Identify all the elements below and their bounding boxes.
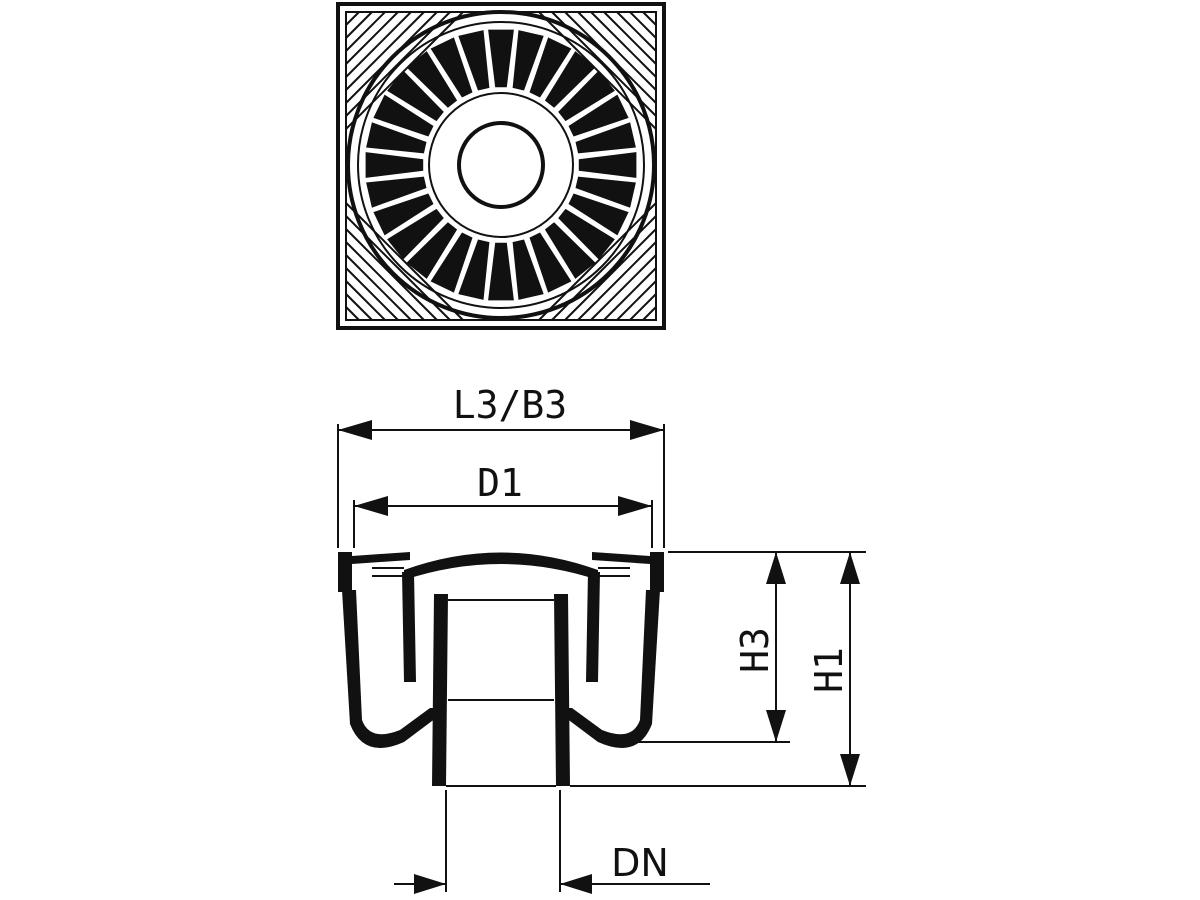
grate-slot	[558, 208, 615, 260]
hatch-line	[642, 306, 657, 321]
dn-label: DN	[611, 841, 669, 885]
grate-slot	[430, 37, 473, 98]
corner-hatching	[345, 11, 657, 321]
d1-label: D1	[477, 461, 523, 505]
grate-slot	[458, 239, 490, 300]
dimension-h3: H3	[630, 551, 790, 743]
hatch-line	[345, 202, 464, 321]
hatch-line	[345, 11, 464, 130]
hatch-line	[345, 11, 412, 78]
grate-top-view	[336, 2, 666, 330]
dimension-dn: DN	[394, 790, 710, 894]
hatch-line	[577, 241, 657, 321]
grate-slot	[575, 176, 636, 208]
hatch-line	[538, 11, 657, 130]
hatch-line	[629, 293, 657, 321]
h3-label: H3	[733, 627, 777, 673]
hatch-line	[590, 11, 657, 78]
grate-slot	[366, 122, 427, 154]
grate-slot	[406, 51, 458, 108]
grate-slot	[488, 29, 514, 88]
hatch-line	[590, 254, 657, 321]
hatch-line	[345, 11, 360, 26]
hatch-line	[538, 202, 657, 321]
hatch-line	[616, 280, 657, 321]
grate-slot	[387, 70, 444, 122]
grate-slot	[387, 208, 444, 260]
grate-slot	[578, 152, 637, 178]
hatch-line	[629, 11, 657, 39]
hatch-line	[345, 267, 399, 321]
grate-slot	[544, 222, 596, 279]
grate-slot	[568, 94, 629, 137]
radial-slots	[365, 29, 637, 301]
hatch-line	[345, 11, 425, 91]
hatch-line	[642, 11, 657, 26]
hatch-line	[345, 11, 399, 65]
grate-slot	[488, 242, 514, 301]
l3-b3-label: L3/B3	[453, 383, 567, 427]
grate-slot	[575, 122, 636, 154]
hatch-line	[603, 267, 657, 321]
hatch-line	[577, 11, 657, 91]
hatch-line	[603, 11, 657, 65]
grate-slot	[430, 232, 473, 293]
drain-section-view	[338, 552, 664, 787]
grate-slot	[529, 37, 572, 98]
dimension-l3-b3: L3/B3	[337, 383, 665, 548]
hatch-line	[345, 11, 386, 52]
hatch-line	[345, 254, 412, 321]
grate-slot	[512, 239, 544, 300]
grate-slot	[458, 30, 490, 91]
grate-slot	[366, 176, 427, 208]
grate-slot	[406, 222, 458, 279]
hatch-line	[345, 280, 386, 321]
hatch-line	[345, 293, 373, 321]
hatch-line	[345, 11, 373, 39]
grate-slot	[365, 152, 424, 178]
center-hole	[457, 121, 545, 209]
hatch-line	[616, 11, 657, 52]
grate-slot	[529, 232, 572, 293]
grate-slot	[568, 193, 629, 236]
grate-slot	[373, 94, 434, 137]
grate-slot	[544, 51, 596, 108]
h1-label: H1	[807, 647, 851, 693]
hatch-line	[345, 241, 425, 321]
dimension-h1: H1	[570, 551, 866, 787]
grate-slot	[373, 193, 434, 236]
grate-slot	[558, 70, 615, 122]
grate-slot	[512, 30, 544, 91]
dimension-d1: D1	[353, 461, 653, 548]
hatch-line	[345, 306, 360, 321]
